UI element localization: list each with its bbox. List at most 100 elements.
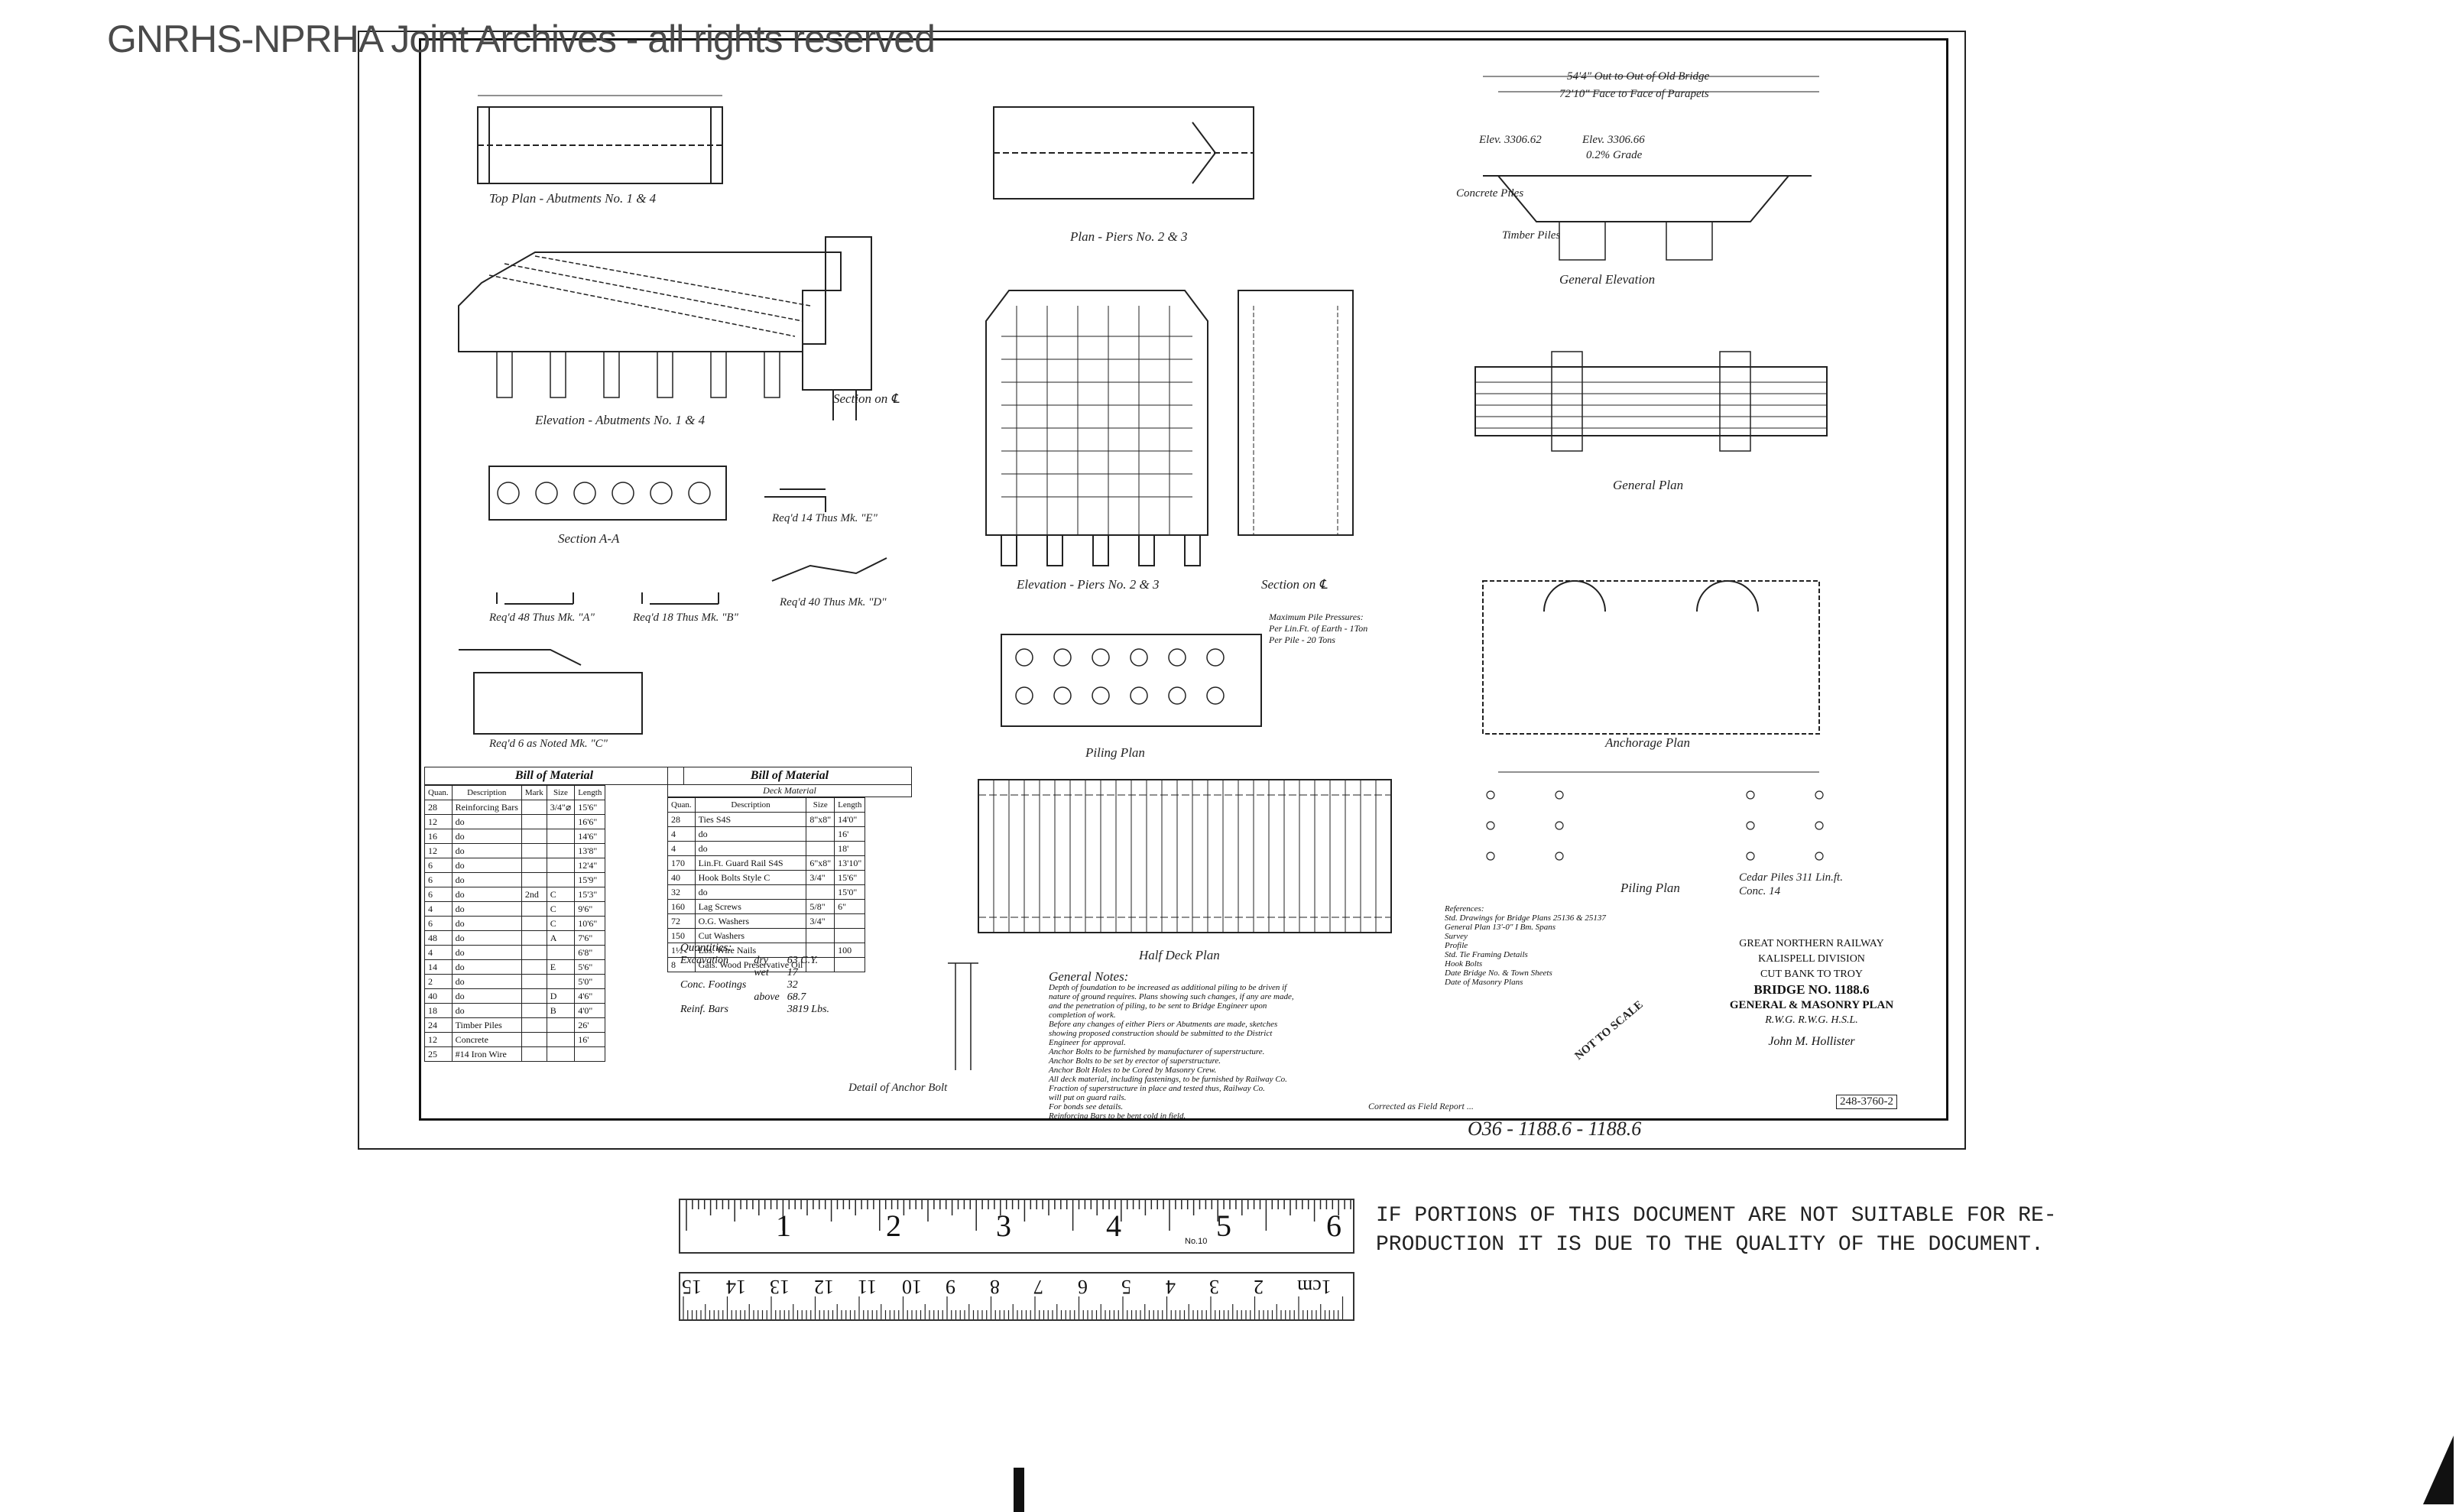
bom-right-cell: do [694,884,807,900]
bom-left-cell: do [451,829,522,844]
bom-left-cell [546,1017,576,1033]
bom-left-cell: do [451,858,522,873]
general-notes-text: Depth of foundation to be increased as a… [1049,983,1294,1121]
bom-left-cell [521,1017,547,1033]
quantities-cell: 3819 Lbs. [787,1004,830,1015]
grade-note: 0.2% Grade [1586,149,1643,161]
cedar-piles-label: Cedar Piles 311 Lin.ft. [1739,871,1843,884]
bom-left-cell: Reinforcing Bars [451,800,522,815]
pile-pressure-note: Maximum Pile Pressures: Per Lin.Ft. of E… [1269,612,1368,645]
bom-left-cell: 25 [424,1046,453,1062]
bill-of-material-right: Bill of Material Deck Material Quan.Desc… [667,767,912,972]
bom-left-cell [546,1032,576,1047]
bom-left-cell [521,988,547,1004]
quantities-cell: dry [754,955,769,966]
view-label-elevation-piers: Elevation - Piers No. 2 & 3 [1017,577,1160,592]
bom-right-cell: Hook Bolts Style C [694,870,807,885]
ruler-cm-number: 14 [725,1276,746,1298]
quantities-title: Quantities: [680,942,732,954]
bom-left-cell: do [451,945,522,960]
bar-label-a: Req'd 48 Thus Mk. "A" [489,612,595,624]
bom-left-header-1: Description [451,785,522,800]
bom-left-cell: do [451,916,522,931]
view-label-elevation-abutments: Elevation - Abutments No. 1 & 4 [535,413,706,427]
drawing-frame [419,38,1948,1121]
quantities-cell: Excavation [680,955,728,966]
bom-left-cell [546,1046,576,1062]
bom-right-cell: Cut Washers [694,928,807,943]
bom-left-cell [546,814,576,829]
dim-out-to-out: 54'4" Out to Out of Old Bridge [1567,70,1710,83]
bom-left-cell: 28 [424,800,453,815]
bom-right-cell: 3/4" [806,913,835,929]
quality-notice-line-1: IF PORTIONS OF THIS DOCUMENT ARE NOT SUI… [1376,1204,2057,1228]
bom-left-cell: 7'6" [574,930,606,946]
bom-left-cell: 18 [424,1003,453,1018]
view-label-general-elevation: General Elevation [1559,272,1656,287]
bom-left-cell: do [451,974,522,989]
bom-left-cell: 4 [424,901,453,917]
bar-label-d: Req'd 40 Thus Mk. "D" [780,596,887,608]
bom-left-cell: do [451,1003,522,1018]
bom-right-cell: 160 [667,899,696,914]
bom-right-header-3: Length [834,797,866,813]
elev-left: Elev. 3306.62 [1479,134,1542,146]
bom-left-cell: Concrete [451,1032,522,1047]
bom-left-cell [521,901,547,917]
timber-piles-label: Timber Piles [1502,229,1561,242]
bom-left-cell: 40 [424,988,453,1004]
bom-left-cell [521,959,547,975]
ruler-inch-number: 3 [996,1209,1011,1243]
title-division: KALISPELL DIVISION [1758,953,1865,965]
bom-right-cell [834,913,866,929]
bom-left-cell: 16 [424,829,453,844]
bom-right-cell: 170 [667,855,696,871]
bom-left-cell [546,829,576,844]
ruler-cm-number: 2 [1253,1276,1264,1298]
concrete-quantity-label: Conc. 14 [1739,885,1781,897]
bom-left-cell [521,1032,547,1047]
bom-left-cell [546,843,576,858]
ruler-cm-number: 9 [946,1276,955,1298]
bom-left-header-0: Quan. [424,785,453,800]
bom-left-cell: do [451,901,522,917]
bom-left-cell: Timber Piles [451,1017,522,1033]
bom-left-cell: 13'8" [574,843,606,858]
bom-left-cell: 15'9" [574,872,606,887]
bom-left-cell: do [451,872,522,887]
bom-left-cell: do [451,988,522,1004]
bom-left-cell [521,930,547,946]
bom-left-cell: 6 [424,858,453,873]
bom-left-cell: 15'3" [574,887,606,902]
ruler-inch-number: 2 [886,1209,901,1243]
title-signature: John M. Hollister [1768,1035,1855,1048]
quantities-cell: Conc. Footings [680,979,747,991]
bom-left-header-3: Size [546,785,576,800]
bom-left-cell: 5'6" [574,959,606,975]
bom-left-cell: 14 [424,959,453,975]
bom-right-cell [806,826,835,842]
view-label-top-plan-abutments: Top Plan - Abutments No. 1 & 4 [489,191,657,206]
ruler-cm-number: 8 [989,1276,1000,1298]
bom-left-cell: 10'6" [574,916,606,931]
bom-right-cell: 4 [667,841,696,856]
dim-face-to-face: 72'10" Face to Face of Parapets [1559,88,1709,100]
elev-mid: Elev. 3306.66 [1582,134,1645,146]
bom-left-cell: 4 [424,945,453,960]
quality-notice: IF PORTIONS OF THIS DOCUMENT ARE NOT SUI… [1376,1202,2057,1260]
title-railway: GREAT NORTHERN RAILWAY [1739,938,1884,949]
